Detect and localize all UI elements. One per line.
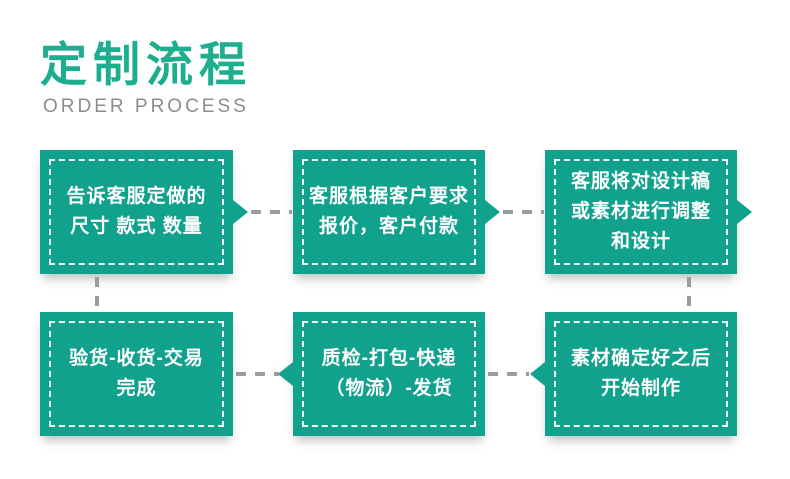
step-text-line: 客服根据客户要求 — [308, 186, 469, 207]
connector-dashed-vertical — [95, 277, 99, 311]
arrow-left-icon — [530, 362, 545, 386]
step-text-line: 素材确定好之后 — [570, 348, 711, 369]
step-text-line: 客服将对设计稿 — [570, 171, 711, 192]
step-box-design-adjust: 客服将对设计稿 或素材进行调整 和设计 — [545, 150, 752, 274]
connector-dashed-horizontal — [236, 372, 279, 376]
arrow-right-icon — [233, 200, 248, 224]
step-box-inspection-complete: 验货-收货-交易 完成 — [40, 312, 233, 436]
step-text-line: 和设计 — [610, 231, 671, 252]
connector-dashed-horizontal — [251, 210, 292, 214]
step-text-line: 完成 — [116, 378, 157, 399]
step-box-requirements: 告诉客服定做的 尺寸 款式 数量 — [40, 150, 248, 274]
step-text-line: 质检-打包-快递 — [321, 348, 457, 369]
step-text-line: 报价，客户付款 — [318, 216, 459, 237]
connector-dashed-horizontal — [503, 210, 544, 214]
step-text-line: 验货-收货-交易 — [69, 348, 204, 369]
arrow-left-icon — [278, 362, 293, 386]
connector-dashed-vertical — [687, 277, 691, 311]
step-box-qc-pack-ship: 质检-打包-快递 （物流）-发货 — [278, 312, 485, 436]
step-text-line: 开始制作 — [600, 378, 681, 399]
step-text-line: 告诉客服定做的 — [66, 186, 207, 207]
arrow-right-icon — [485, 200, 500, 224]
step-box-quote-payment: 客服根据客户要求 报价，客户付款 — [293, 150, 500, 274]
page-subtitle: ORDER PROCESS — [43, 96, 249, 117]
connector-dashed-horizontal — [488, 372, 529, 376]
step-box-confirm-produce: 素材确定好之后 开始制作 — [530, 312, 737, 436]
step-text-line: 尺寸 款式 数量 — [70, 216, 203, 237]
step-text-line: 或素材进行调整 — [570, 201, 711, 222]
arrow-right-icon — [737, 200, 752, 224]
page-title: 定制流程 — [40, 38, 252, 91]
step-text-line: （物流）-发货 — [325, 378, 453, 399]
